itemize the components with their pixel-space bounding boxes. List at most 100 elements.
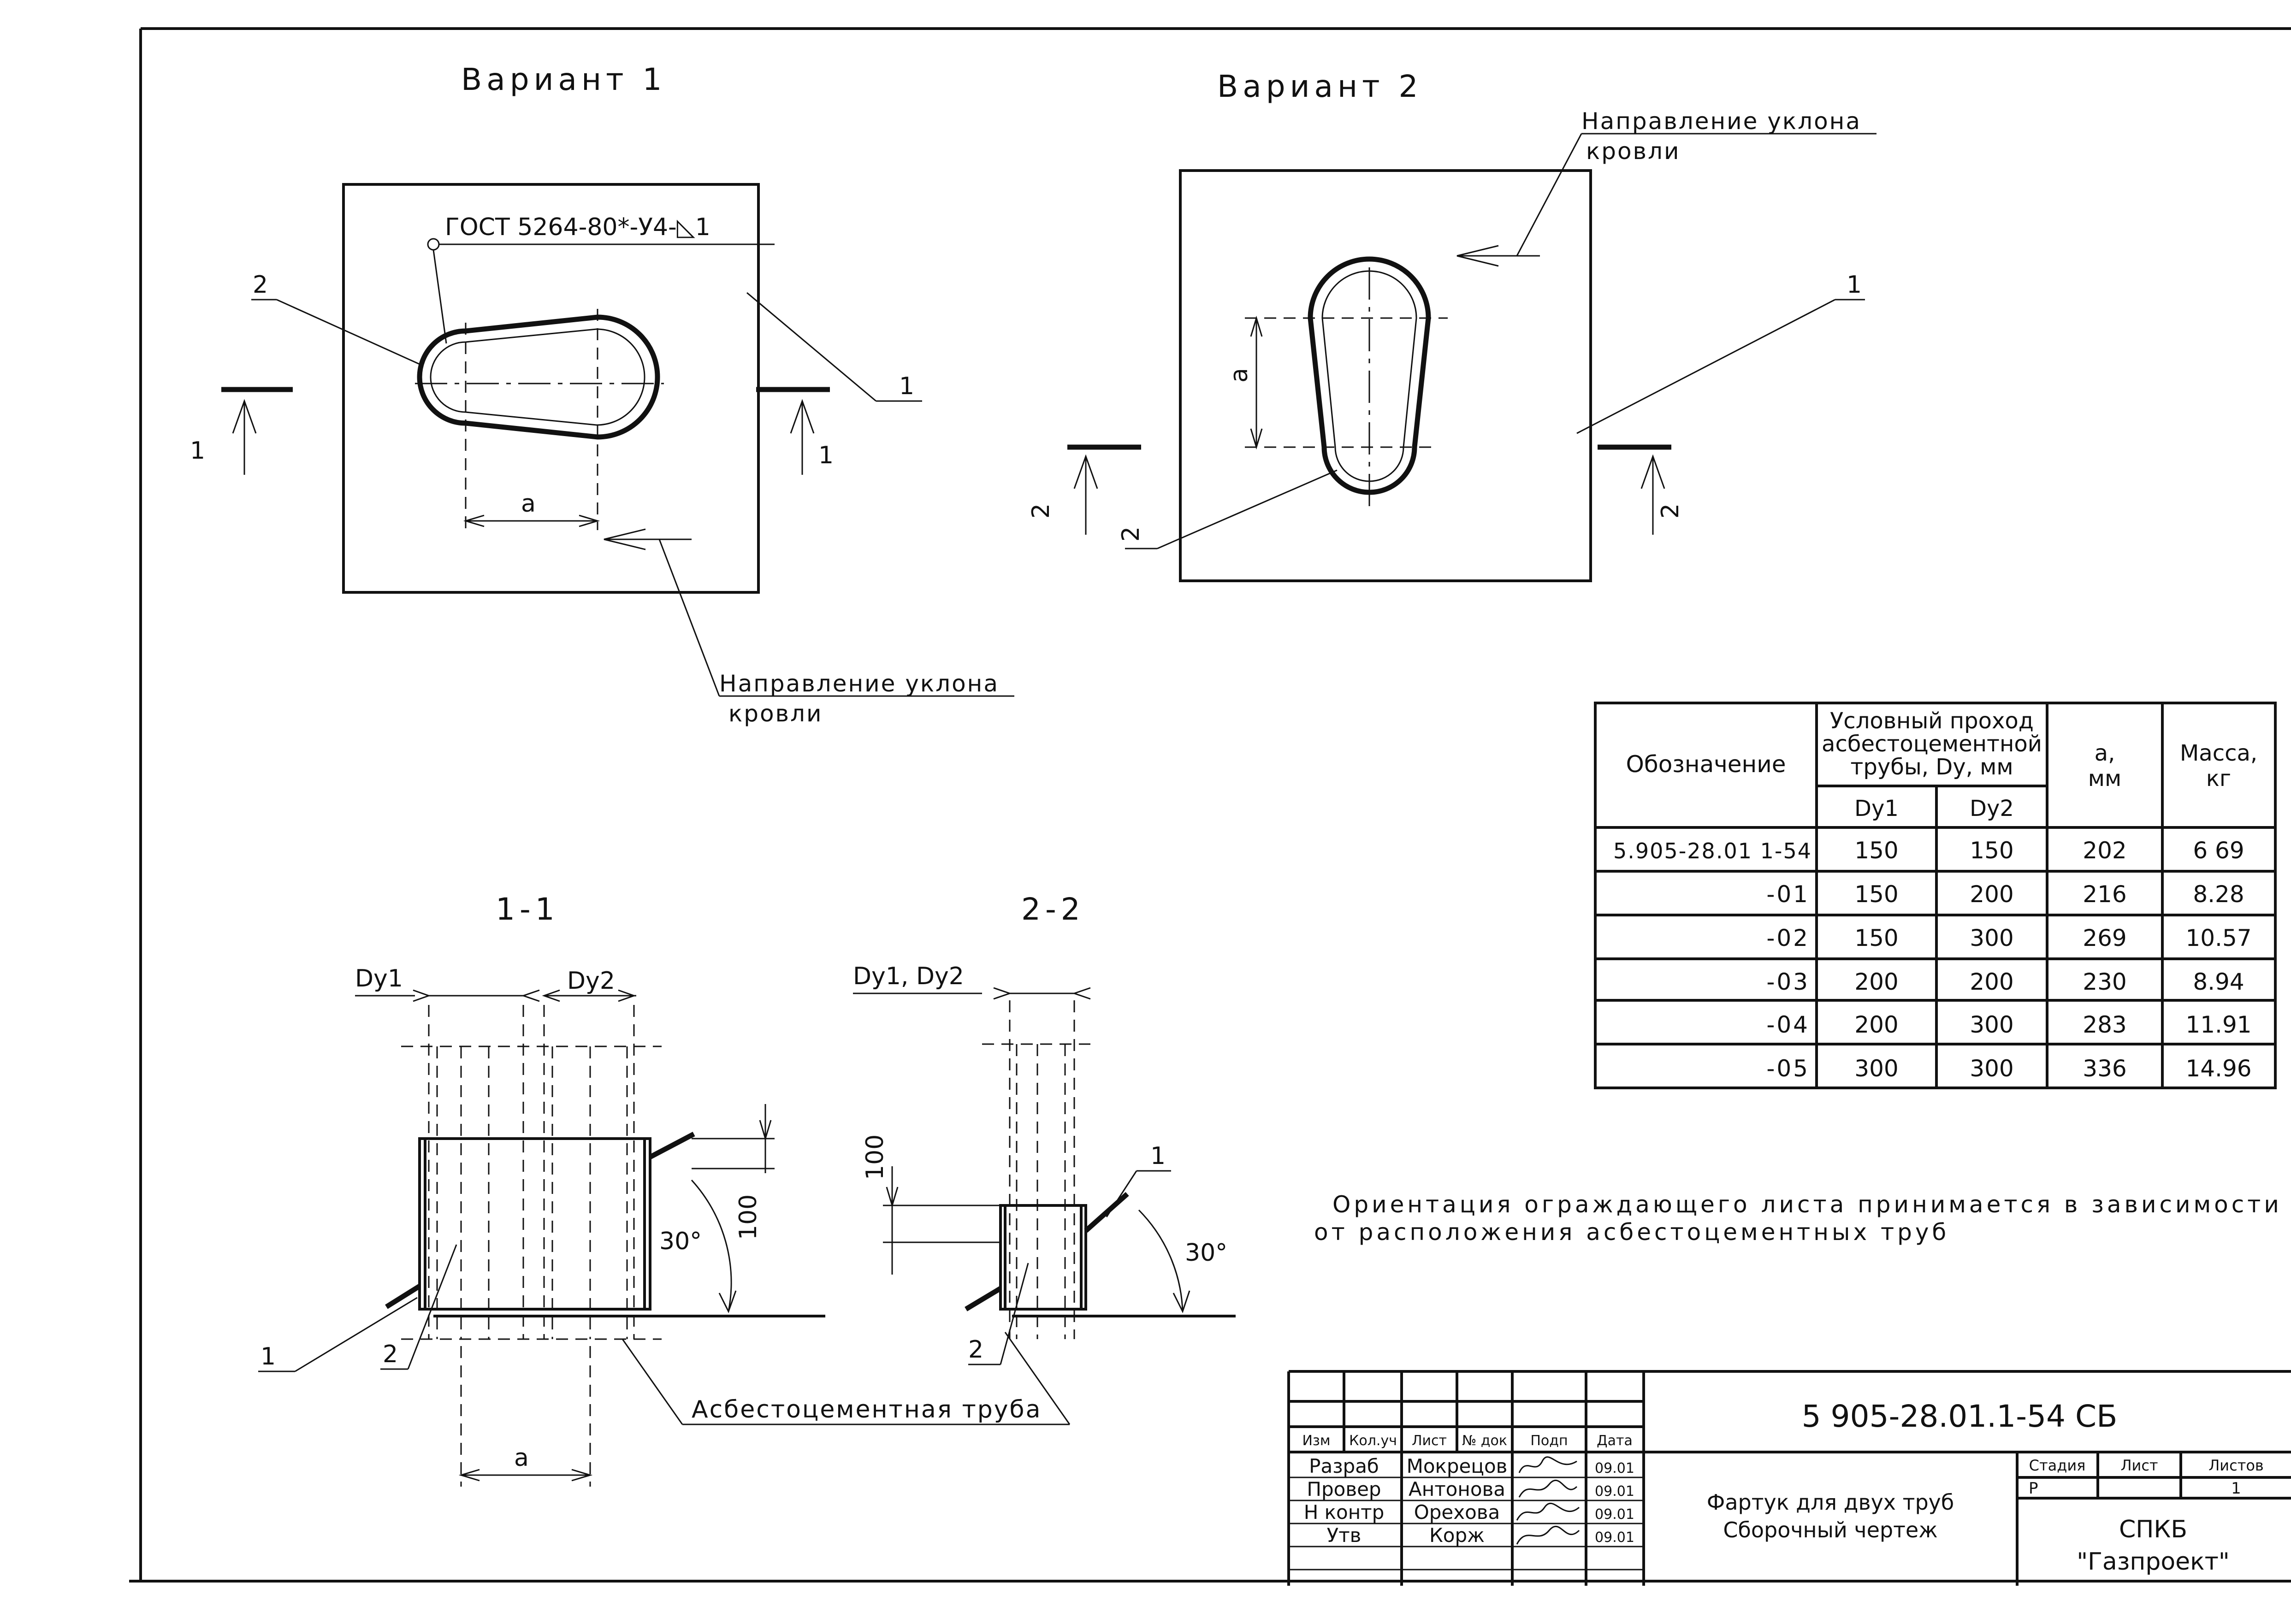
variant2-title: Вариант 2 — [1217, 69, 1423, 104]
tb-org-1: СПКБ — [2119, 1516, 2187, 1543]
tb-date: 09.01 — [1595, 1506, 1634, 1523]
table-row-mass: 10.57 — [2185, 925, 2251, 951]
table-row-a: 202 — [2083, 837, 2126, 864]
section-1-1: 1-1 Dy1 Dy2 100 — [258, 892, 1071, 1487]
variant1-section-mark-right: 1 — [818, 442, 834, 469]
tb-name: Корж — [1429, 1524, 1485, 1547]
tb-title-1: Фартук для двух труб — [1707, 1490, 1954, 1515]
tb-role: Н контр — [1304, 1501, 1385, 1524]
tb-col-koluch: Кол.уч — [1349, 1433, 1397, 1449]
section11-dim-a: a — [514, 1444, 529, 1472]
tb-col-izm: Изм — [1302, 1433, 1330, 1449]
section22-sleeve — [999, 1204, 1087, 1311]
section11-dy1: Dy1 — [355, 965, 403, 992]
tb-name: Антонова — [1409, 1478, 1505, 1500]
variant1-leader-1: 1 — [899, 372, 914, 400]
table-row-dy1: 150 — [1854, 837, 1898, 864]
variant1-plate — [342, 183, 760, 594]
table-header-dy2: Dy2 — [1970, 796, 2014, 821]
tb-sheet-label: Лист — [2120, 1457, 2158, 1474]
tb-stage: Р — [2029, 1479, 2038, 1498]
table-row-a: 230 — [2083, 968, 2126, 995]
title-block: Изм Кол.уч Лист № док Подп Дата Разраб М… — [1287, 1370, 2291, 1586]
variant2-view: Вариант 2 a Направление уклона кровли 1 … — [1027, 69, 1877, 582]
variant2-slope-label: Направление уклона — [1581, 108, 1861, 135]
table-row-dy2: 300 — [1970, 1011, 2013, 1038]
table-header-mass-2: кг — [2206, 766, 2231, 791]
section-2-2: 2-2 Dy1, Dy2 100 30° 1 2 — [853, 892, 1236, 1365]
variant2-opening — [1308, 256, 1431, 495]
note-line-1: Ориентация ограждающего листа принимаетс… — [1332, 1191, 2282, 1218]
signature-mark — [1516, 1502, 1580, 1521]
table-row-dy1: 150 — [1854, 881, 1898, 908]
table-row-designation: -05 — [1766, 1055, 1810, 1082]
table-header-a-1: a, — [2095, 740, 2115, 766]
variant2-leader-1: 1 — [1847, 271, 1862, 299]
table-row-dy2: 150 — [1970, 837, 2013, 864]
table-header-mass-1: Масса, — [2180, 740, 2257, 766]
table-row-a: 336 — [2083, 1055, 2126, 1082]
table-header-nominal-2: асбестоцементной — [1822, 731, 2042, 757]
table-row-designation: -02 — [1766, 925, 1810, 951]
section11-sleeve — [418, 1137, 651, 1311]
variant1-section-mark-left: 1 — [190, 437, 205, 465]
table-row-dy1: 150 — [1854, 925, 1898, 951]
signature-mark — [1518, 1456, 1577, 1473]
section11-title: 1-1 — [496, 892, 559, 927]
section11-dy2: Dy2 — [567, 967, 615, 995]
table-row-dy2: 200 — [1970, 881, 2013, 908]
tb-date: 09.01 — [1595, 1530, 1634, 1546]
section22-angle: 30° — [1185, 1239, 1227, 1267]
section22-title: 2-2 — [1021, 892, 1085, 927]
variant1-slope-label-2: кровли — [728, 700, 823, 727]
tb-title-2: Сборочный чертеж — [1723, 1518, 1937, 1542]
tb-date: 09.01 — [1595, 1483, 1634, 1500]
table-row-mass: 8.28 — [2193, 881, 2244, 908]
table-row-dy1: 200 — [1854, 1011, 1898, 1038]
table-row-designation: -01 — [1766, 881, 1810, 908]
table-row-designation: -04 — [1766, 1011, 1810, 1038]
section11-leader-1: 1 — [260, 1343, 276, 1370]
tb-role: Провер — [1307, 1478, 1381, 1500]
table-header-nominal-3: трубы, Dy, мм — [1850, 754, 2013, 780]
table-header-dy1: Dy1 — [1854, 796, 1899, 821]
note-line-2: от расположения асбестоцементных труб — [1314, 1219, 1949, 1246]
table-row-a: 269 — [2083, 925, 2126, 951]
spec-table: Обозначение Условный проход асбестоцемен… — [1594, 702, 2277, 1089]
variant2-section-mark-left: 2 — [1027, 503, 1055, 519]
variant1-opening — [417, 314, 660, 440]
tb-sheets-label: Листов — [2208, 1457, 2264, 1474]
variant2-plate — [1179, 169, 1592, 582]
table-header-designation: Обозначение — [1626, 751, 1786, 778]
section22-dy: Dy1, Dy2 — [853, 963, 964, 990]
tb-doc-code: 5 905-28.01.1-54 СБ — [1802, 1399, 2118, 1434]
section11-angle: 30° — [659, 1228, 702, 1255]
section22-leader-1: 1 — [1150, 1142, 1166, 1170]
section22-dim-100: 100 — [861, 1134, 889, 1180]
table-row-a: 283 — [2083, 1011, 2126, 1038]
variant2-dim-a: a — [1225, 368, 1253, 383]
tb-role: Утв — [1327, 1524, 1362, 1547]
table-row-mass: 11.91 — [2185, 1011, 2251, 1038]
variant1-title: Вариант 1 — [461, 62, 667, 97]
variant1-slope-label: Направление уклона — [719, 670, 999, 697]
table-row-mass: 8.94 — [2193, 968, 2244, 995]
signature-mark — [1518, 1480, 1578, 1498]
table-header-a-2: мм — [2088, 766, 2121, 791]
tb-name: Орехова — [1414, 1501, 1500, 1524]
tb-date: 09.01 — [1595, 1460, 1634, 1476]
variant1-weld-note: ГОСТ 5264-80*-У4-◺1 — [445, 213, 710, 241]
tb-col-list: Лист — [1412, 1433, 1447, 1449]
table-row-dy2: 300 — [1970, 1055, 2013, 1082]
tb-role: Разраб — [1309, 1455, 1379, 1477]
tb-sheets: 1 — [2231, 1479, 2241, 1498]
table-row-mass: 14.96 — [2185, 1055, 2251, 1082]
variant1-leader-2: 2 — [253, 271, 268, 299]
signature-mark — [1516, 1526, 1580, 1545]
variant2-section-mark-right: 2 — [1657, 503, 1684, 519]
table-row-dy1: 200 — [1854, 968, 1898, 995]
table-header-nominal-1: Условный проход — [1830, 708, 2034, 734]
tb-stage-label: Стадия — [2029, 1457, 2086, 1474]
section22-leader-2: 2 — [968, 1336, 983, 1364]
